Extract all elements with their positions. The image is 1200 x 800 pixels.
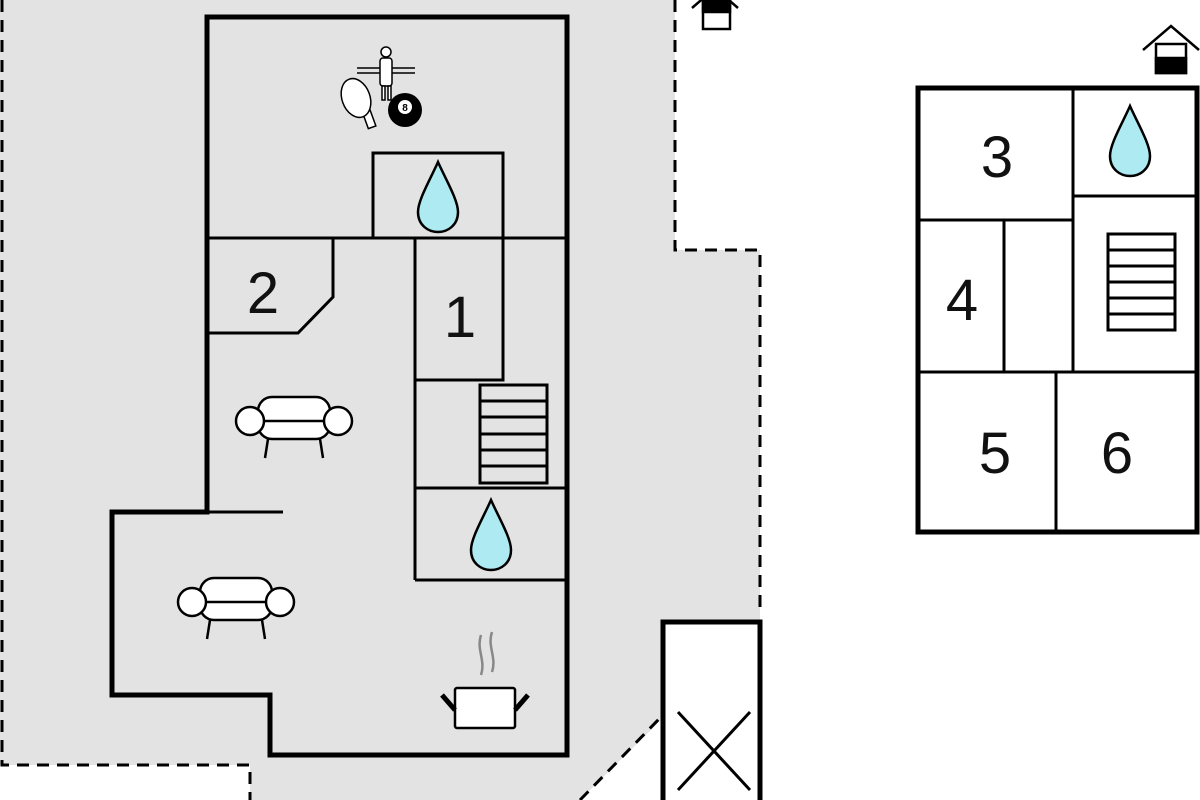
- games-room-icon: 8: [340, 46, 422, 130]
- bathroom-drop-icon: [1108, 102, 1152, 178]
- annex-building: 3 4 5 6: [915, 85, 1200, 535]
- kitchen-pot-icon: [440, 631, 530, 730]
- stairs-icon: [1106, 232, 1177, 332]
- room-number-4: 4: [946, 268, 978, 333]
- room-number-6: 6: [1101, 421, 1133, 486]
- stairs-icon: [478, 383, 549, 485]
- property-boundary: [0, 0, 762, 800]
- room-number-3: 3: [981, 125, 1013, 190]
- billiard-ball-icon: 8: [388, 93, 422, 127]
- foosball-icon: [357, 46, 415, 101]
- room-number-5: 5: [979, 421, 1011, 486]
- ping-pong-paddle-icon: [340, 77, 377, 130]
- main-building: 2 1: [109, 14, 570, 758]
- room-number-1: 1: [444, 285, 476, 350]
- entrance-icon: [691, 0, 739, 31]
- bedroom-2: [205, 236, 335, 335]
- svg-text:8: 8: [402, 103, 408, 114]
- bathroom-drop-icon: [416, 158, 460, 234]
- bathroom-drop-icon: [469, 496, 513, 572]
- carport: [660, 619, 763, 800]
- sofa-icon: [176, 576, 296, 640]
- sofa-icon: [234, 395, 354, 459]
- room-number-2: 2: [247, 261, 279, 326]
- bedroom-1: [413, 236, 505, 382]
- entrance-icon: [1142, 24, 1200, 75]
